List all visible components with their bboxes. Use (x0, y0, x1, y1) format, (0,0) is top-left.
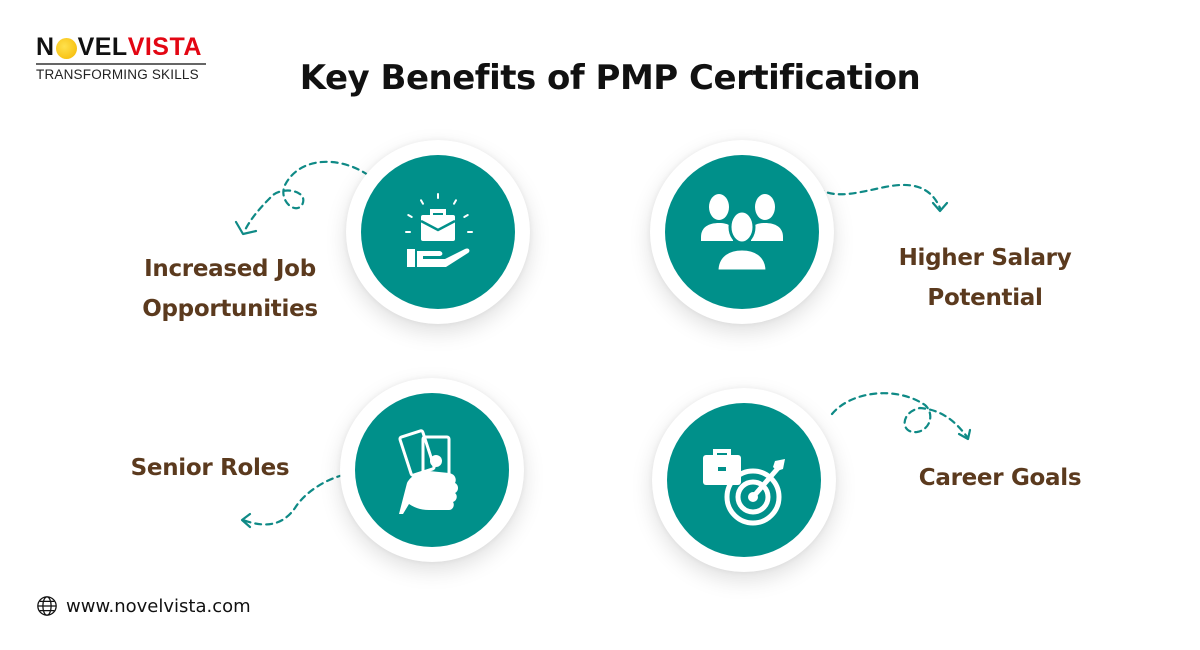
benefit-label-senior-roles: Senior Roles (130, 455, 290, 481)
benefit-label-career-goals: Career Goals (918, 465, 1082, 491)
medal-icon (55, 37, 77, 59)
logo-divider (36, 63, 206, 65)
benefit-career-goals-badge (652, 388, 836, 572)
briefcase-target-icon (667, 403, 821, 557)
logo-tagline: TRANSFORMING SKILLS (36, 67, 199, 82)
hand-holding-money-icon (355, 393, 509, 547)
benefit-job-opportunities-badge (346, 140, 530, 324)
benefit-senior-roles-badge (340, 378, 524, 562)
benefit-label-job-opportunities: Increased Job Opportunities (142, 256, 318, 322)
dashed-arrow-salary (816, 183, 942, 210)
logo-letter-n: N (36, 33, 55, 61)
hand-holding-briefcase-icon (361, 155, 515, 309)
dashed-arrow-goals (830, 392, 970, 440)
team-people-icon (665, 155, 819, 309)
page-title: Key Benefits of PMP Certification (299, 58, 921, 98)
logo-wordmark: N VEL VISTA (36, 34, 208, 60)
benefit-label-salary: Higher Salary Potential (898, 245, 1072, 311)
logo-text-vista: VISTA (127, 33, 202, 61)
footer: www.novelvista.com (36, 595, 251, 617)
website-link[interactable]: www.novelvista.com (66, 595, 251, 617)
benefit-salary-badge (650, 140, 834, 324)
logo-text-vel: VEL (77, 33, 128, 61)
globe-icon (37, 596, 57, 616)
brand-logo: N VEL VISTA TRANSFORMING SKILLS (36, 34, 208, 82)
